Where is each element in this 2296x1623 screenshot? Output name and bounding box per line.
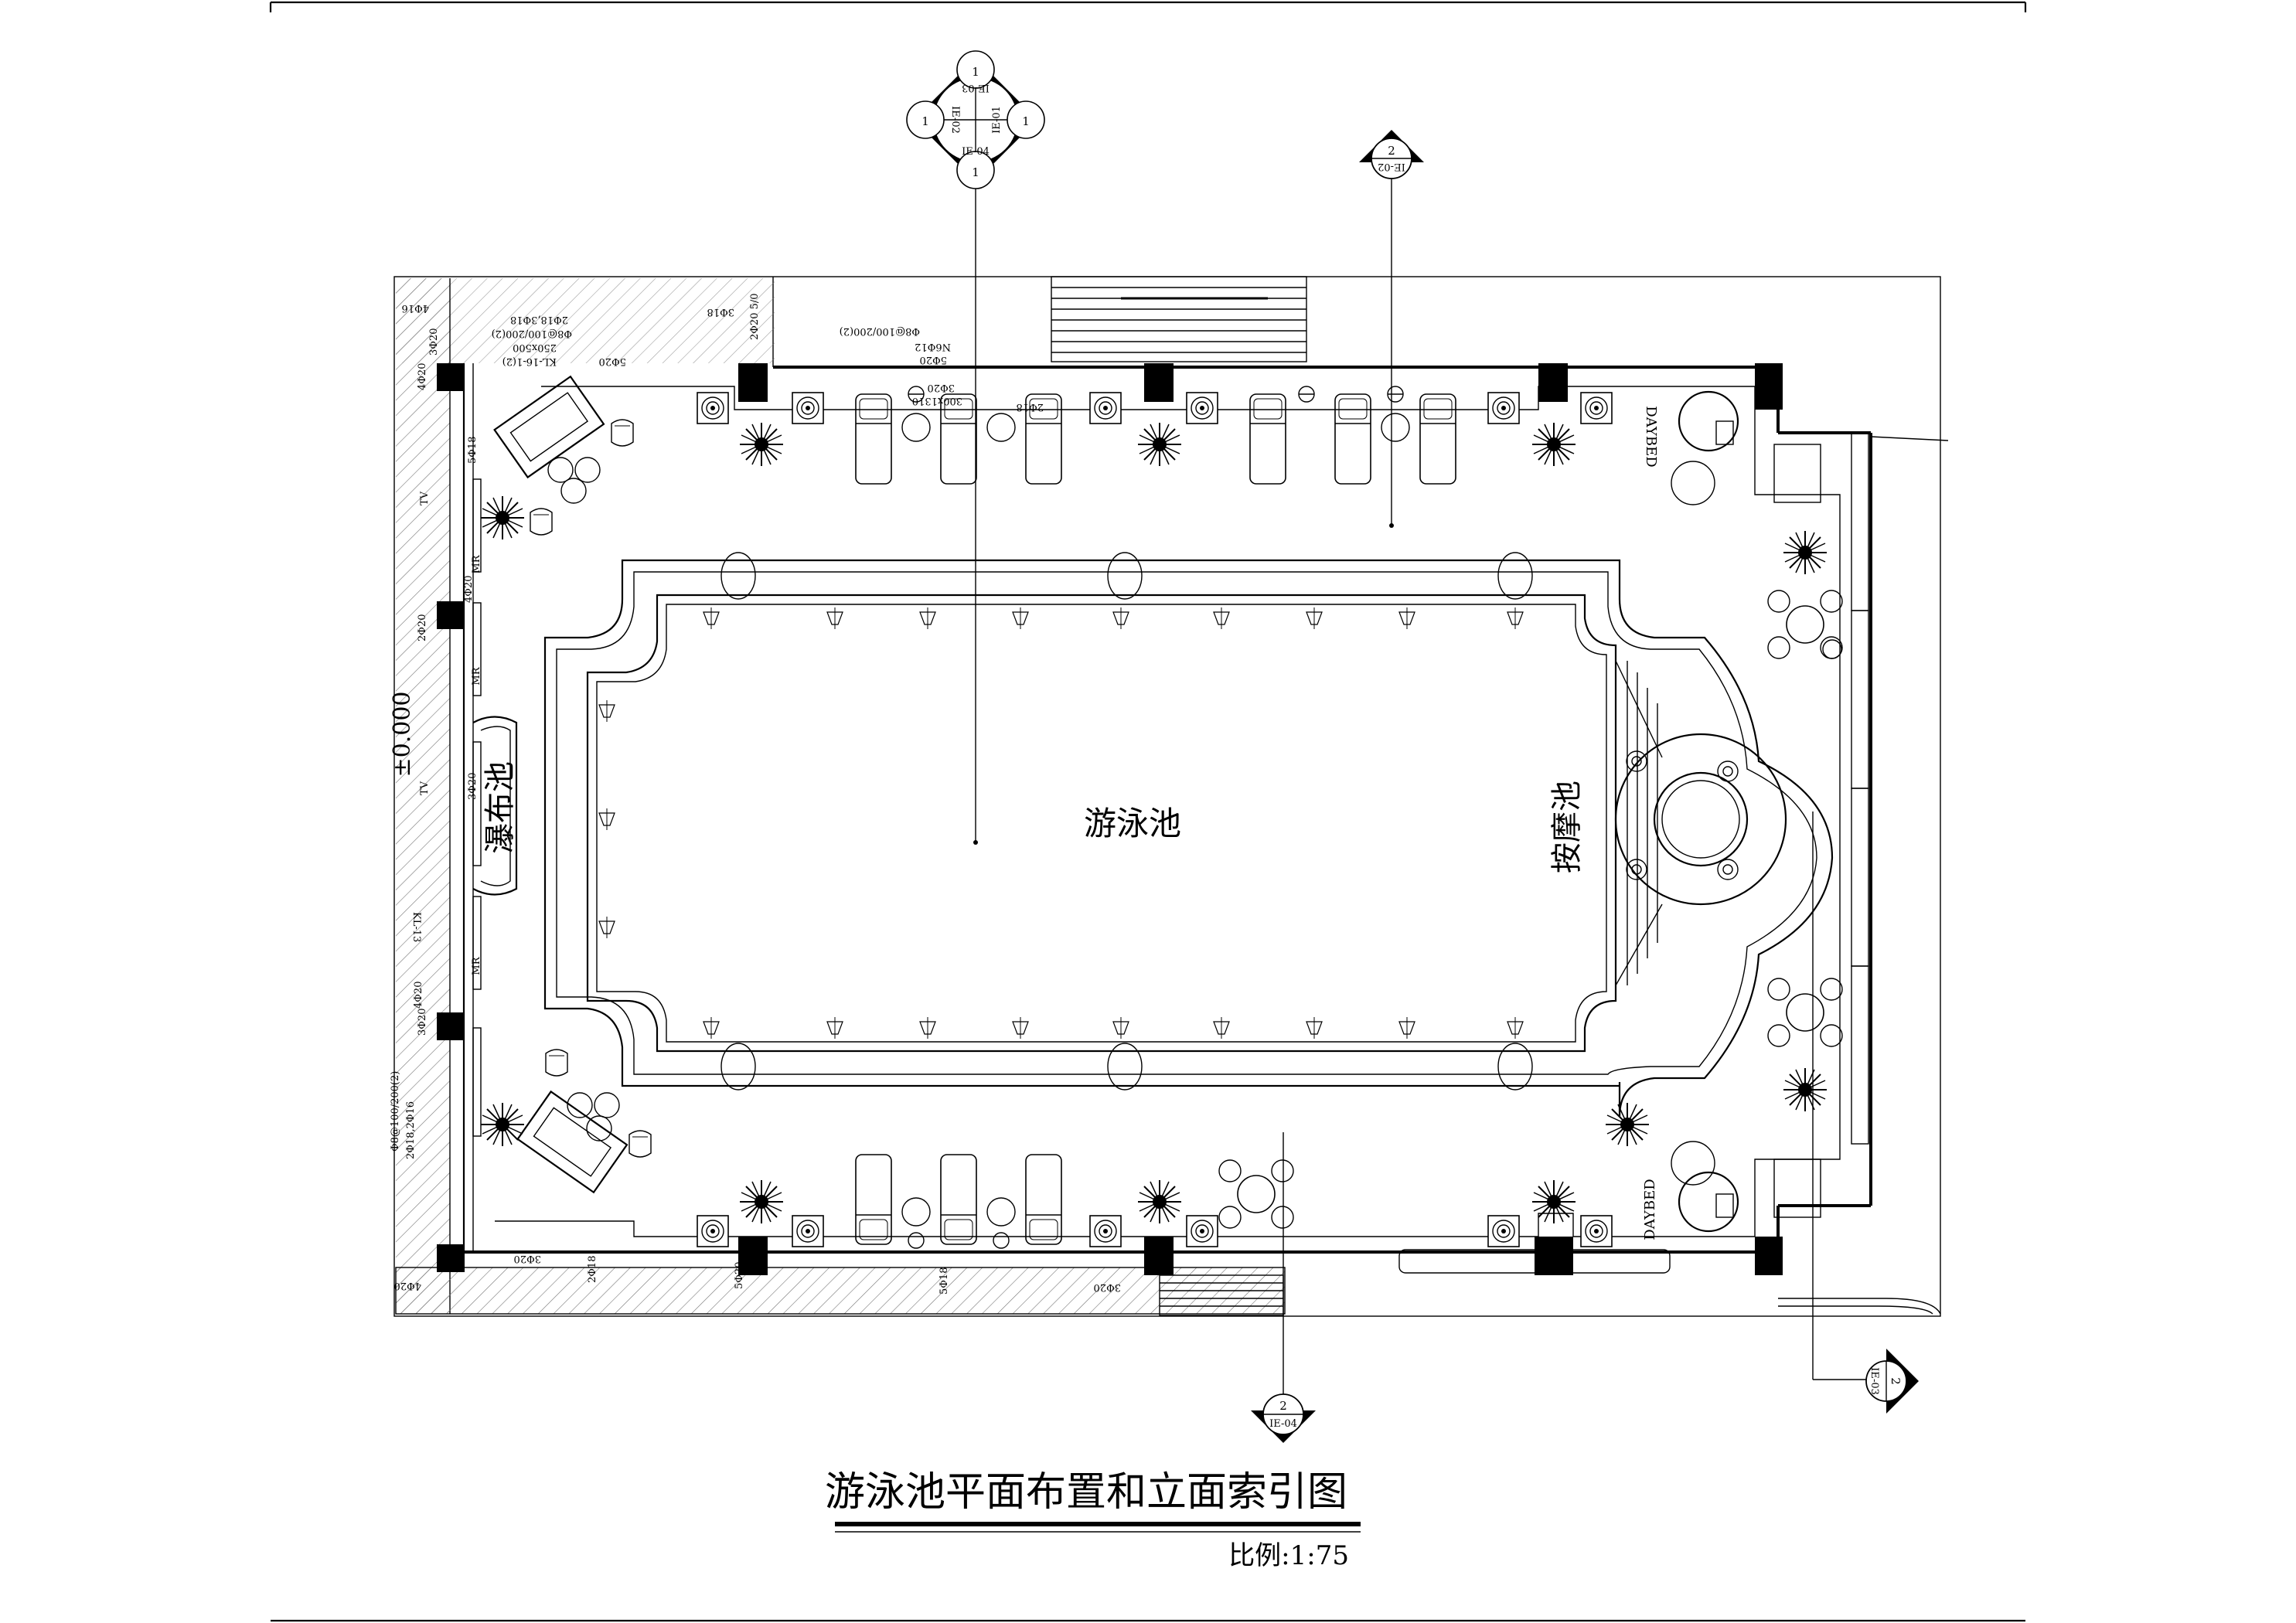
svg-text:2Φ18: 2Φ18	[587, 1256, 598, 1283]
massage-pool	[1614, 733, 1787, 906]
pool-corner-features	[720, 552, 1533, 1091]
svg-text:3Φ20: 3Φ20	[514, 1253, 541, 1264]
svg-text:3Φ20: 3Φ20	[928, 382, 955, 393]
svg-text:4Φ20: 4Φ20	[413, 982, 424, 1009]
pool-outer-edge	[543, 559, 1834, 1118]
svg-text:3Φ20: 3Φ20	[428, 328, 440, 356]
marker-top-right-number: 2	[1388, 144, 1395, 158]
daybed-label-top: DAYBED	[1643, 406, 1659, 467]
marker-right-ref: IE-03	[1868, 1367, 1880, 1395]
tv-label-bottom: TV	[419, 781, 431, 795]
tv-label-top: TV	[419, 491, 431, 505]
waterfall-pool	[472, 716, 518, 896]
massage-pool-label: 按摩池	[1549, 781, 1585, 873]
svg-text:3Φ18: 3Φ18	[707, 306, 734, 318]
multi-elevation-marker: 1 1 1 1 IE-03 IE-02 IE-01 IE-04	[906, 50, 1045, 189]
svg-text:4Φ16: 4Φ16	[402, 302, 429, 314]
svg-text:250x500: 250x500	[513, 342, 557, 353]
lounge-chairs	[855, 393, 1456, 1245]
elevation-marker-right: 2 IE-03	[1865, 1349, 1919, 1414]
pool-inner-edge	[586, 594, 1617, 1053]
svg-text:300x1310: 300x1310	[912, 395, 962, 407]
daybeds	[1671, 390, 1739, 1233]
svg-text:5Φ20: 5Φ20	[734, 1262, 745, 1289]
svg-text:5Φ20: 5Φ20	[599, 356, 626, 367]
cafe-table-sets	[1218, 590, 1843, 1229]
svg-text:5Φ20: 5Φ20	[920, 354, 947, 366]
structural-columns	[437, 363, 1783, 1275]
svg-text:2Φ18,2Φ16: 2Φ18,2Φ16	[405, 1101, 417, 1159]
svg-text:4Φ20: 4Φ20	[417, 363, 428, 390]
drawing-title: 游泳池平面布置和立面索引图	[825, 1469, 1347, 1516]
pool-steps	[1615, 660, 1663, 986]
floor-elevation-label: ±0.000	[389, 691, 416, 777]
svg-text:3Φ20: 3Φ20	[1094, 1281, 1121, 1293]
marker-top-num-4: 1	[1022, 114, 1030, 128]
marker-top-ref-2: IE-02	[949, 106, 961, 134]
left-lounge-furniture	[493, 375, 652, 1194]
svg-text:KL-13: KL-13	[410, 912, 422, 942]
marker-top-num-3: 1	[921, 114, 929, 128]
mr-label-2: MR	[471, 666, 482, 685]
marker-bottom-ref: IE-04	[1269, 1418, 1297, 1430]
svg-text:N6Φ12: N6Φ12	[915, 341, 951, 352]
floor-lamps	[908, 386, 1404, 1249]
marker-bottom-number: 2	[1279, 1399, 1287, 1413]
pool-wall-lights	[598, 607, 1524, 1039]
svg-text:Φ8@100/200(2): Φ8@100/200(2)	[840, 325, 920, 337]
svg-text:5Φ18: 5Φ18	[938, 1267, 950, 1295]
marker-top-right-ref: IE-02	[1378, 161, 1405, 172]
marker-top-ref-1: IE-03	[962, 82, 990, 94]
index-lines	[973, 174, 1871, 1414]
title-block: 游泳池平面布置和立面索引图 比例:1:75	[825, 1469, 1361, 1571]
marker-top-num-1: 1	[972, 65, 979, 79]
left-hatched-strip	[396, 278, 450, 1314]
svg-text:3Φ20: 3Φ20	[417, 1009, 428, 1036]
marker-top-ref-3: IE-01	[991, 106, 1003, 134]
svg-text:Φ8@100/200(2): Φ8@100/200(2)	[492, 328, 572, 339]
svg-text:5Φ18: 5Φ18	[467, 437, 479, 464]
svg-text:3Φ20: 3Φ20	[467, 773, 479, 800]
svg-text:Φ8@100/200(2): Φ8@100/200(2)	[390, 1071, 401, 1152]
top-stairs	[1051, 276, 1307, 362]
swimming-pool-label: 游泳池	[1084, 805, 1181, 842]
bottom-hatched-strip	[396, 1267, 1285, 1314]
swimming-pool	[543, 552, 1834, 1118]
daybed-label-bottom: DAYBED	[1642, 1179, 1658, 1240]
building-outline	[393, 276, 1949, 1317]
elevation-marker-bottom: 2 IE-04	[1251, 1393, 1316, 1443]
svg-text:4Φ20: 4Φ20	[394, 1280, 421, 1291]
marker-top-ref-4: IE-04	[962, 146, 990, 158]
svg-text:2Φ18: 2Φ18	[1017, 401, 1044, 413]
svg-text:2Φ18,3Φ18: 2Φ18,3Φ18	[510, 314, 568, 325]
svg-text:2Φ20: 2Φ20	[417, 614, 428, 641]
structural-annotations: 4Φ16 3Φ18 2Φ18,3Φ18 Φ8@100/200(2) 250x50…	[390, 293, 1121, 1295]
pool-deck-edge	[495, 386, 1841, 1237]
svg-text:2Φ20 5/0: 2Φ20 5/0	[749, 293, 761, 340]
svg-text:4Φ20: 4Φ20	[463, 576, 475, 603]
marker-top-num-2: 1	[972, 165, 979, 179]
marker-right-number: 2	[1889, 1377, 1903, 1385]
mr-label-3: MR	[471, 956, 482, 975]
svg-text:KL-16-1(2): KL-16-1(2)	[502, 356, 557, 367]
waterfall-pool-label: 瀑布池	[482, 761, 518, 854]
elevation-marker-top-right: 2 IE-02	[1359, 130, 1424, 179]
mr-label-1: MR	[471, 554, 482, 573]
drawing-scale: 比例:1:75	[1228, 1540, 1349, 1571]
